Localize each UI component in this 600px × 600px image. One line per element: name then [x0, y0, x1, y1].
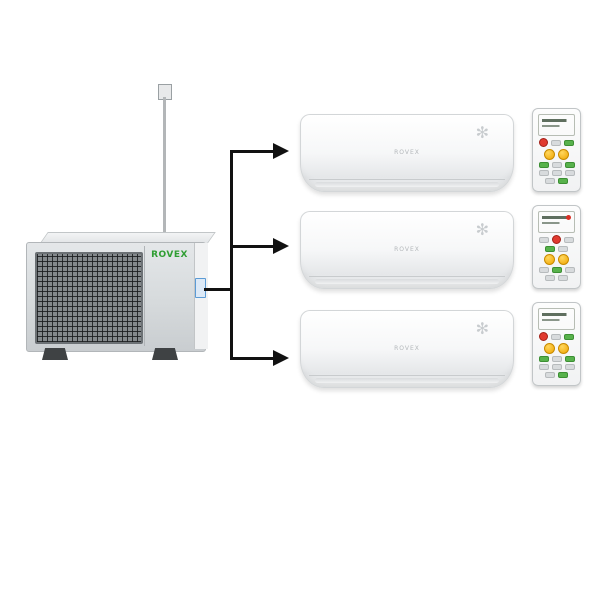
- remote-control-2: [532, 205, 581, 289]
- remote-control-3: [532, 302, 581, 386]
- remote-button: [551, 333, 561, 340]
- outdoor-unit-foot: [42, 348, 68, 360]
- outdoor-brand-label: ROVEX: [151, 250, 188, 260]
- remote-control-1: [532, 108, 581, 192]
- remote-button: [539, 236, 549, 243]
- connector-line-outdoor: [204, 288, 232, 291]
- connector-trunk-line: [230, 150, 233, 360]
- remote-button-power: [552, 235, 561, 244]
- condenser-grille: [35, 252, 143, 344]
- remote-button: [551, 162, 562, 168]
- panel-seam: [144, 246, 145, 346]
- remote-button-power: [539, 138, 548, 147]
- remote-lcd-screen: [538, 114, 575, 136]
- arrow-right-icon: [273, 143, 289, 159]
- remote-button-round: [558, 254, 569, 265]
- remote-button: [558, 246, 568, 252]
- remote-button-round: [544, 149, 555, 160]
- remote-button-power: [539, 332, 548, 341]
- outdoor-unit: ROVEX: [26, 230, 216, 368]
- remote-button: [551, 356, 562, 362]
- remote-button: [551, 139, 561, 146]
- remote-button: [564, 364, 575, 370]
- remote-button: [564, 162, 575, 168]
- remote-buttons: [537, 332, 576, 378]
- remote-buttons: [537, 235, 576, 281]
- arrow-right-icon: [273, 238, 289, 254]
- remote-button-round: [544, 254, 555, 265]
- connector-line-unit1: [231, 150, 273, 153]
- remote-button: [564, 236, 574, 243]
- refrigerant-pipe: [163, 97, 166, 233]
- indoor-brand-label: ROVEX: [394, 149, 420, 156]
- remote-button: [545, 275, 555, 281]
- air-outlet: [315, 378, 499, 383]
- remote-buttons: [537, 138, 576, 184]
- remote-button: [545, 246, 555, 252]
- remote-button: [538, 364, 549, 370]
- air-outlet-flap: [309, 276, 505, 277]
- remote-button: [558, 178, 568, 184]
- remote-button: [551, 267, 562, 273]
- remote-button: [538, 170, 549, 176]
- remote-button: [551, 364, 562, 370]
- air-outlet-flap: [309, 179, 505, 180]
- remote-button: [564, 139, 574, 146]
- indoor-unit-3: ✻ ROVEX: [300, 310, 514, 388]
- remote-button: [558, 275, 568, 281]
- remote-lcd-screen: [538, 211, 575, 233]
- remote-button: [564, 170, 575, 176]
- fan-icon: ✻: [475, 319, 489, 338]
- remote-button: [564, 356, 575, 362]
- remote-button: [538, 356, 549, 362]
- remote-button-round: [544, 343, 555, 354]
- fan-icon: ✻: [475, 220, 489, 239]
- air-outlet: [315, 182, 499, 187]
- remote-button: [564, 267, 575, 273]
- remote-lcd-screen: [538, 308, 575, 330]
- fan-icon: ✻: [475, 123, 489, 142]
- arrow-right-icon: [273, 350, 289, 366]
- indoor-unit-1: ✻ ROVEX: [300, 114, 514, 192]
- indoor-brand-label: ROVEX: [394, 345, 420, 352]
- remote-button: [558, 372, 568, 378]
- indoor-brand-label: ROVEX: [394, 246, 420, 253]
- remote-button: [545, 372, 555, 378]
- remote-button: [538, 162, 549, 168]
- connector-line-unit2: [231, 245, 273, 248]
- remote-button: [551, 170, 562, 176]
- remote-button: [545, 178, 555, 184]
- remote-button-round: [558, 343, 569, 354]
- remote-button-round: [558, 149, 569, 160]
- indoor-unit-2: ✻ ROVEX: [300, 211, 514, 289]
- remote-button: [564, 333, 574, 340]
- remote-button: [538, 267, 549, 273]
- outdoor-unit-foot: [152, 348, 178, 360]
- connector-line-unit3: [231, 357, 273, 360]
- air-outlet-flap: [309, 375, 505, 376]
- air-outlet: [315, 279, 499, 284]
